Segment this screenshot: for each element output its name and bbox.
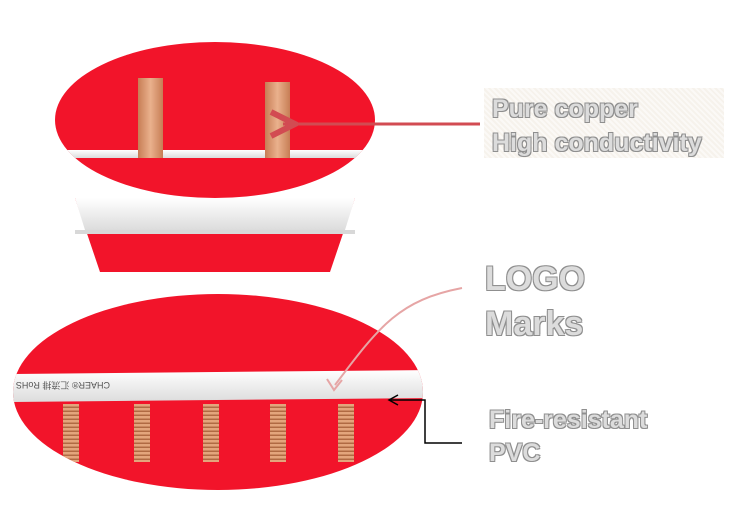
copper-tooth [270,404,286,462]
pvc-strip [13,370,423,402]
middle-detail-band [75,198,355,272]
logo-callout-line1: LOGO [485,260,586,298]
bottom-detail-oval: CHAER® 汇流排 RoHS 〈 KR 101-1 63A 〉 ⊂ ⊂ [0,294,423,490]
busbar-marking-text: CHAER® 汇流排 RoHS 〈 KR 101-1 63A 〉 ⊂ ⊂ [0,380,110,391]
copper-callout: Pure copper High conductivity [492,92,702,160]
copper-callout-line1: Pure copper [492,95,638,123]
copper-pin [138,78,163,158]
elbow-arrow-head [387,394,399,406]
curved-arrow-head [326,378,343,392]
pvc-callout-line1: Fire-resistant [489,406,648,434]
copper-tooth [134,404,150,462]
copper-tooth [203,404,219,462]
copper-label-background [484,88,724,158]
curved-arrow-icon [334,287,463,386]
elbow-arrow-icon [390,399,462,444]
copper-pin [265,82,290,158]
copper-callout-line2: High conductivity [492,129,702,157]
logo-callout: LOGO Marks [485,257,585,347]
copper-tooth [338,404,354,462]
logo-callout-line2: Marks [485,305,584,343]
pvc-callout: Fire-resistant PVC [489,404,647,470]
copper-tooth [63,404,79,462]
top-detail-oval [55,42,375,198]
pvc-callout-line2: PVC [489,439,541,467]
